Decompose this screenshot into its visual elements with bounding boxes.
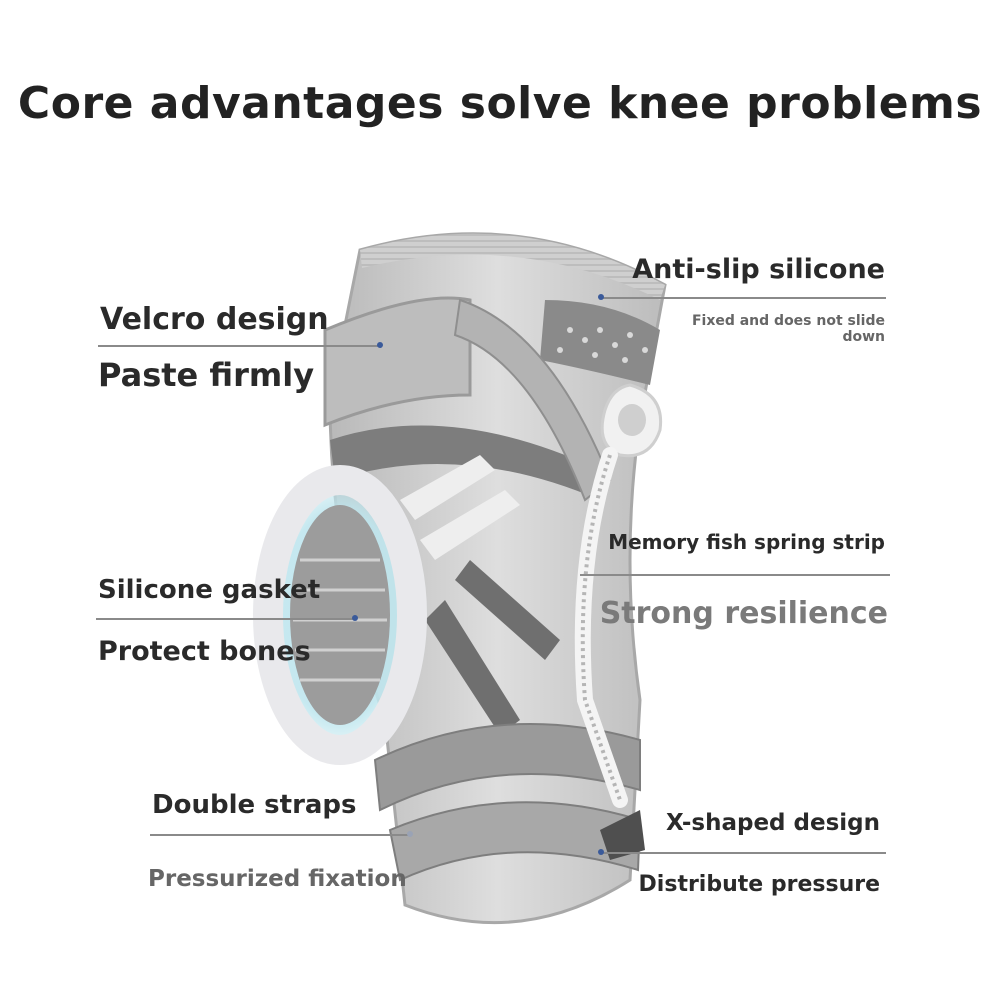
spring-coil [580, 454, 622, 801]
ring-center [290, 505, 390, 725]
x-shaped-heading: X-shaped design [666, 810, 880, 836]
spring-leader-line [580, 574, 890, 576]
straps-marker [407, 831, 413, 837]
anti-slip-heading: Anti-slip silicone [632, 254, 885, 285]
lower-strap [373, 723, 641, 812]
straps-heading: Double straps [152, 790, 357, 820]
x-cross [600, 810, 645, 860]
velcro-strap [323, 296, 472, 428]
velcro-leader-line [98, 345, 380, 347]
straps-sub: Pressurized fixation [148, 866, 407, 892]
x-shaped-sub: Distribute pressure [638, 872, 880, 897]
gasket-sub: Protect bones [98, 636, 311, 667]
ring-knit [293, 558, 387, 682]
gasket-marker [352, 615, 358, 621]
anti-slip-region [540, 300, 660, 385]
gasket-leader-line [96, 618, 356, 620]
pattern-stripe [400, 455, 495, 520]
pattern-band [455, 560, 560, 660]
silicone-ring [253, 465, 427, 765]
pattern-band [425, 600, 520, 735]
spring-heading: Memory fish spring strip [608, 530, 885, 554]
top-cuff [360, 233, 665, 300]
velcro-sub: Paste firmly [98, 356, 315, 394]
silicone-dots [557, 327, 648, 363]
straps-leader-line [150, 834, 410, 836]
pattern-band [330, 425, 600, 500]
velcro-heading: Velcro design [100, 302, 329, 337]
velcro-marker [377, 342, 383, 348]
anti-slip-sub: Fixed and does not slide down [691, 313, 885, 345]
x-shaped-leader-line [600, 852, 886, 854]
eyelet-hole [618, 404, 646, 436]
anti-slip-marker [598, 294, 604, 300]
page-title: Core advantages solve knee problems [17, 78, 983, 129]
gasket-heading: Silicone gasket [98, 575, 321, 605]
anti-slip-leader-line [600, 297, 886, 299]
pattern-stripe [420, 490, 520, 560]
x-shaped-marker [598, 849, 604, 855]
spring-sub: Strong resilience [599, 596, 888, 631]
